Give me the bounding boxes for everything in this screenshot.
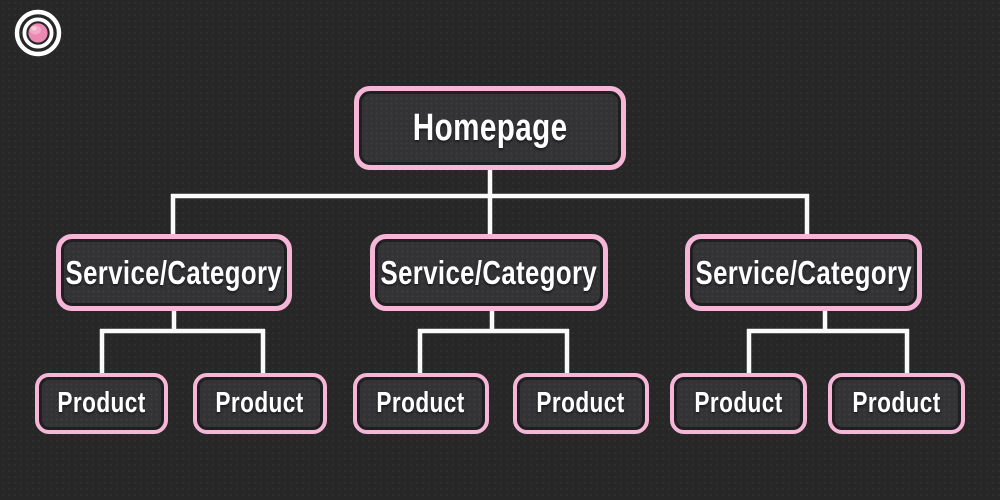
node-product-2-label: Product xyxy=(215,387,305,419)
node-product-3: Product xyxy=(353,373,489,434)
node-category-1-label: Service/Category xyxy=(65,253,283,291)
node-category-1: Service/Category xyxy=(56,234,292,311)
node-category-2: Service/Category xyxy=(370,234,608,311)
node-category-2-label: Service/Category xyxy=(380,253,598,291)
node-homepage-label: Homepage xyxy=(412,106,568,149)
node-product-4-label: Product xyxy=(536,387,626,419)
node-product-4: Product xyxy=(513,373,649,434)
node-product-1: Product xyxy=(35,373,168,434)
concentric-circles-logo xyxy=(14,9,62,57)
node-product-6-label: Product xyxy=(852,387,941,419)
node-category-3-label: Service/Category xyxy=(695,253,912,291)
node-homepage: Homepage xyxy=(354,86,626,170)
node-product-5: Product xyxy=(670,373,807,434)
node-product-5-label: Product xyxy=(694,387,783,419)
node-product-2: Product xyxy=(193,373,327,434)
node-product-3-label: Product xyxy=(376,387,466,419)
node-product-6: Product xyxy=(828,373,965,434)
node-category-3: Service/Category xyxy=(685,234,922,311)
node-product-1-label: Product xyxy=(57,387,146,419)
